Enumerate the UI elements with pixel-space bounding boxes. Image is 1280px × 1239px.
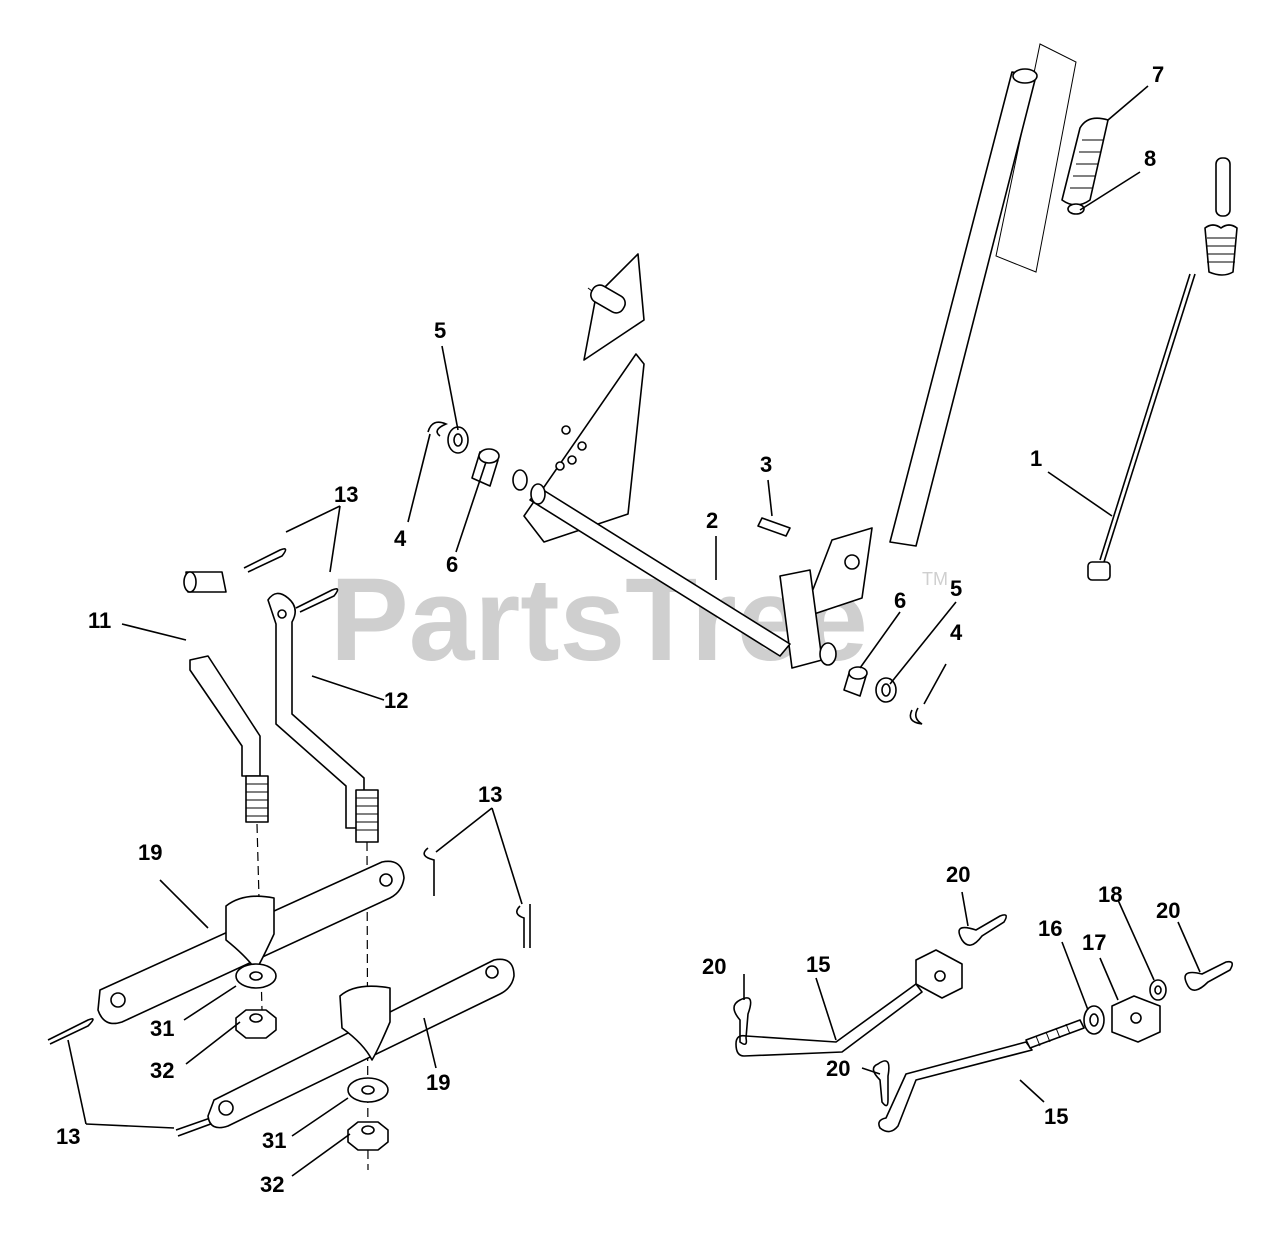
watermark-trademark: TM [922, 569, 948, 589]
part-13-hairpin-clip-top-a[interactable] [243, 548, 287, 573]
callout-7: 7 [1152, 62, 1164, 87]
callout-19-upper: 19 [138, 840, 162, 865]
callout-32-b: 32 [260, 1172, 284, 1197]
callout-12: 12 [384, 688, 408, 713]
callout-18: 18 [1098, 882, 1122, 907]
part-19-lift-arm-upper[interactable] [97, 860, 405, 1025]
callout-5-right: 5 [950, 576, 962, 601]
callout-3: 3 [760, 452, 772, 477]
callout-31-b: 31 [262, 1128, 286, 1153]
callout-11: 11 [88, 608, 111, 633]
part-15-rod-lower[interactable] [878, 1019, 1085, 1133]
part-1-cable-rod[interactable] [1087, 157, 1238, 581]
callout-19-lower: 19 [426, 1070, 450, 1095]
part-8-pin[interactable] [1067, 203, 1085, 215]
part-15-rod-upper[interactable] [735, 983, 923, 1057]
part-17-block[interactable] [1111, 995, 1161, 1043]
part-20-bow-clip-b[interactable] [1184, 960, 1234, 991]
callout-4-right: 4 [950, 620, 963, 645]
callout-15-upper: 15 [806, 952, 830, 977]
part-13-hairpin-clip-bottom-a[interactable] [47, 1018, 94, 1045]
callout-20-d: 20 [826, 1056, 850, 1081]
callout-2: 2 [706, 508, 718, 533]
part-4-hairpin-clip-left[interactable] [427, 421, 449, 437]
callout-20-b: 20 [1156, 898, 1180, 923]
part-31-spacer-a[interactable] [235, 963, 277, 989]
part-11-lift-link[interactable] [189, 655, 269, 823]
callout-20-a: 20 [946, 862, 970, 887]
callout-5-left: 5 [434, 318, 446, 343]
part-2-lift-shaft[interactable] [512, 469, 837, 666]
callout-6-left: 6 [446, 552, 458, 577]
part-31-spacer-b[interactable] [347, 1077, 389, 1103]
callout-31-a: 31 [150, 1016, 174, 1041]
leader-lines [67, 85, 1201, 1177]
part-7-grip[interactable] [1061, 117, 1109, 206]
lift-lever-handle[interactable] [801, 43, 1077, 619]
part-3-roll-pin[interactable] [757, 517, 791, 537]
part-6-bushing-left[interactable] [471, 448, 500, 487]
part-5-washer-left[interactable] [447, 426, 469, 454]
part-4-hairpin-clip-right[interactable] [909, 707, 923, 725]
part-16-washer[interactable] [1083, 1005, 1105, 1035]
lift-bracket-plate[interactable] [523, 253, 823, 669]
callout-13-top: 13 [334, 482, 358, 507]
part-32-nut-b[interactable] [347, 1121, 389, 1151]
part-20-bow-clip-c[interactable] [733, 997, 752, 1046]
part-20-bow-clip-d[interactable] [872, 1060, 890, 1107]
part-5-washer-right[interactable] [875, 677, 897, 703]
callout-13-bottom: 13 [56, 1124, 80, 1149]
callout-15-lower: 15 [1044, 1104, 1068, 1129]
part-18-washer[interactable] [1149, 979, 1167, 1001]
part-32-nut-a[interactable] [235, 1009, 277, 1039]
callout-1: 1 [1030, 446, 1042, 471]
part-6-bushing-right[interactable] [843, 666, 868, 697]
callout-13-mid: 13 [478, 782, 502, 807]
callout-32-a: 32 [150, 1058, 174, 1083]
callout-17: 17 [1082, 930, 1106, 955]
assembly-line-right [366, 841, 369, 1171]
ferrule[interactable] [183, 571, 227, 593]
watermark: PartsTree TM [330, 554, 948, 686]
part-block-upper[interactable] [915, 949, 963, 999]
part-13-hairpin-clip-mid-a[interactable] [423, 847, 435, 896]
callout-labels: 1 2 3 4 4 5 5 6 6 7 8 11 12 13 13 13 15 … [56, 62, 1180, 1197]
callout-6-right: 6 [894, 588, 906, 613]
part-19-lift-arm-lower[interactable] [207, 958, 515, 1129]
part-13-hairpin-clip-mid-b[interactable] [516, 904, 531, 948]
callout-20-c: 20 [702, 954, 726, 979]
part-20-bow-clip-a[interactable] [958, 914, 1008, 946]
callout-16: 16 [1038, 916, 1062, 941]
callout-8: 8 [1144, 146, 1156, 171]
part-13-hairpin-clip-top-b[interactable] [295, 588, 339, 613]
watermark-text: PartsTree [330, 554, 868, 686]
callout-4-left: 4 [394, 526, 407, 551]
